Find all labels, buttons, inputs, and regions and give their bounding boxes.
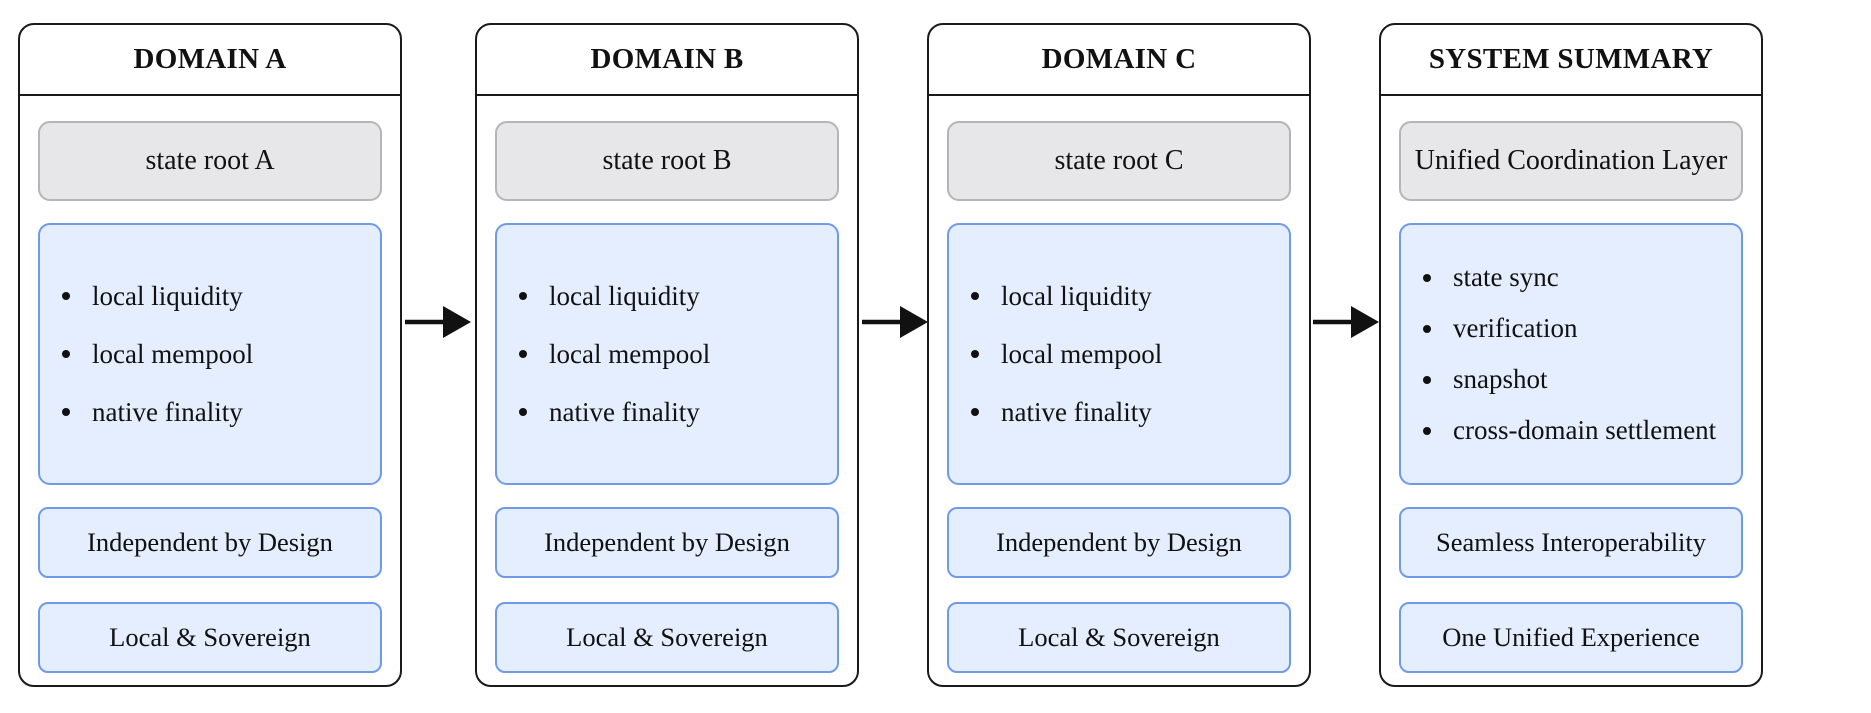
list-item-label: local liquidity [1001, 281, 1152, 311]
bullet-icon [1423, 273, 1431, 282]
coordination-layer-box: Unified Coordination Layer [1399, 121, 1743, 201]
list-item: state sync [1423, 252, 1741, 303]
bullet-icon [1423, 324, 1431, 333]
list-item: local mempool [62, 325, 380, 383]
list-item-label: verification [1453, 313, 1578, 343]
state-root-box: state root B [495, 121, 839, 201]
panel-title: DOMAIN A [20, 25, 400, 96]
list-item: snapshot [1423, 354, 1741, 405]
principle-tag: Seamless Interoperability [1399, 507, 1743, 578]
list-item-label: local mempool [1001, 339, 1163, 369]
list-item-label: snapshot [1453, 364, 1548, 394]
bullet-icon [971, 350, 979, 358]
list-item: local mempool [971, 325, 1289, 383]
bullet-icon [519, 350, 527, 358]
list-item-label: local mempool [92, 339, 254, 369]
principle-tag: Local & Sovereign [38, 602, 382, 673]
domain-c-panel: DOMAIN C state root C local liquidity lo… [927, 23, 1311, 687]
list-item-label: native finality [549, 397, 700, 427]
bullet-icon [62, 408, 70, 416]
arrow-right-icon [405, 306, 471, 338]
arrow-right-icon [1313, 306, 1379, 338]
bullet-icon [519, 408, 527, 416]
bullet-icon [62, 350, 70, 358]
principle-tag: Local & Sovereign [947, 602, 1291, 673]
state-root-box: state root A [38, 121, 382, 201]
list-item-label: local liquidity [92, 281, 243, 311]
bullet-icon [62, 292, 70, 300]
list-item-label: native finality [1001, 397, 1152, 427]
feature-list: local liquidity local mempool native fin… [949, 267, 1289, 441]
bullet-icon [1423, 426, 1431, 435]
principle-tag: Local & Sovereign [495, 602, 839, 673]
list-item-label: native finality [92, 397, 243, 427]
domain-b-panel: DOMAIN B state root B local liquidity lo… [475, 23, 859, 687]
feature-list-box: local liquidity local mempool native fin… [947, 223, 1291, 485]
feature-list: local liquidity local mempool native fin… [40, 267, 380, 441]
feature-list: state sync verification snapshot cross-d… [1401, 252, 1741, 456]
principle-tag: Independent by Design [947, 507, 1291, 578]
list-item: local mempool [519, 325, 837, 383]
list-item: verification [1423, 303, 1741, 354]
principle-tag: Independent by Design [495, 507, 839, 578]
bullet-icon [971, 292, 979, 300]
list-item: native finality [62, 383, 380, 441]
system-summary-panel: SYSTEM SUMMARY Unified Coordination Laye… [1379, 23, 1763, 687]
feature-list-box: local liquidity local mempool native fin… [38, 223, 382, 485]
list-item: native finality [971, 383, 1289, 441]
panel-title: DOMAIN C [929, 25, 1309, 96]
list-item: native finality [519, 383, 837, 441]
bullet-icon [971, 408, 979, 416]
feature-list-box: state sync verification snapshot cross-d… [1399, 223, 1743, 485]
bullet-icon [1423, 375, 1431, 384]
list-item-label: local liquidity [549, 281, 700, 311]
list-item: cross-domain settlement [1423, 405, 1741, 456]
arrow-right-icon [862, 306, 928, 338]
list-item: local liquidity [971, 267, 1289, 325]
feature-list-box: local liquidity local mempool native fin… [495, 223, 839, 485]
domain-a-panel: DOMAIN A state root A local liquidity lo… [18, 23, 402, 687]
list-item: local liquidity [519, 267, 837, 325]
panel-title: DOMAIN B [477, 25, 857, 96]
bullet-icon [519, 292, 527, 300]
list-item: local liquidity [62, 267, 380, 325]
panel-title: SYSTEM SUMMARY [1381, 25, 1761, 96]
principle-tag: One Unified Experience [1399, 602, 1743, 673]
principle-tag: Independent by Design [38, 507, 382, 578]
list-item-label: state sync [1453, 262, 1559, 292]
feature-list: local liquidity local mempool native fin… [497, 267, 837, 441]
list-item-label: local mempool [549, 339, 711, 369]
state-root-box: state root C [947, 121, 1291, 201]
list-item-label: cross-domain settlement [1453, 415, 1717, 445]
